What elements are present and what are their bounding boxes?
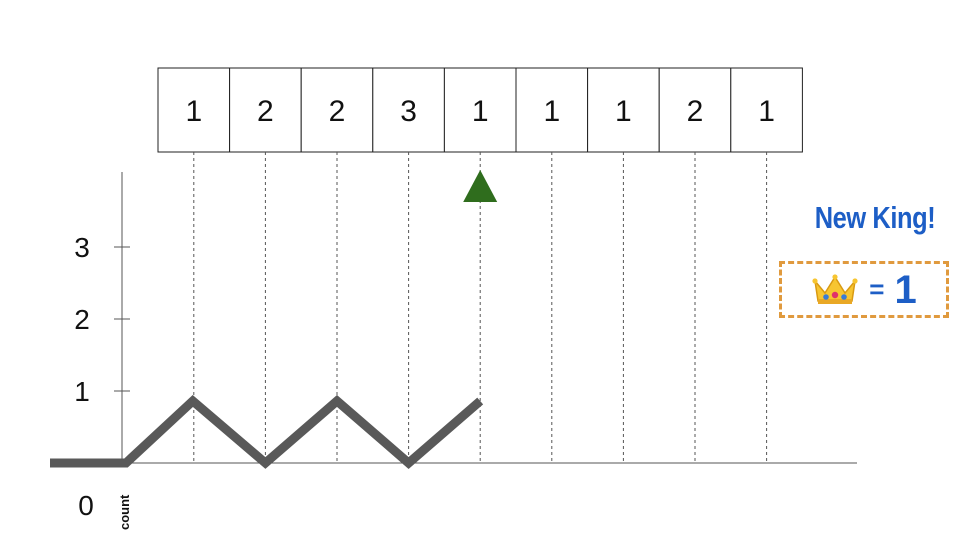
array-cell-value: 1 bbox=[615, 95, 632, 128]
y-tick-label: 2 bbox=[74, 304, 90, 335]
array-cell-value: 1 bbox=[543, 95, 560, 128]
array-cell bbox=[300, 67, 374, 153]
count-line bbox=[50, 394, 484, 469]
y-tick-label: 1 bbox=[74, 376, 90, 407]
array-cell bbox=[443, 67, 517, 153]
array-cell bbox=[658, 67, 732, 153]
count-axis-label: count bbox=[117, 494, 132, 530]
king-box: = 1 bbox=[779, 261, 949, 318]
array-row: 1 2 2 3 1 1 1 2 1 bbox=[157, 67, 803, 153]
array-cell bbox=[157, 67, 231, 153]
array-cell-value: 2 bbox=[329, 95, 346, 128]
array-cell bbox=[587, 67, 660, 153]
y-tick-label: 0 bbox=[78, 490, 94, 521]
count-axes bbox=[121, 172, 857, 464]
king-equals: = bbox=[869, 274, 885, 304]
new-king-title: New King! bbox=[814, 200, 936, 235]
array-cell-value: 3 bbox=[400, 95, 417, 128]
array-cell-value: 2 bbox=[687, 95, 704, 128]
current-index-pointer bbox=[463, 170, 498, 202]
array-cell-value: 1 bbox=[472, 95, 489, 128]
y-tick-label: 3 bbox=[74, 232, 90, 263]
array-cell bbox=[372, 67, 445, 153]
array-cell-value: 1 bbox=[758, 95, 775, 128]
array-cell-value: 2 bbox=[257, 95, 274, 128]
array-cell-value: 1 bbox=[185, 95, 202, 128]
king-value: 1 bbox=[894, 267, 917, 312]
index-guide-lines bbox=[193, 152, 768, 463]
count-ticks: 0 1 2 3 bbox=[74, 232, 130, 521]
crown-icon bbox=[812, 273, 858, 304]
array-cell bbox=[730, 67, 803, 153]
